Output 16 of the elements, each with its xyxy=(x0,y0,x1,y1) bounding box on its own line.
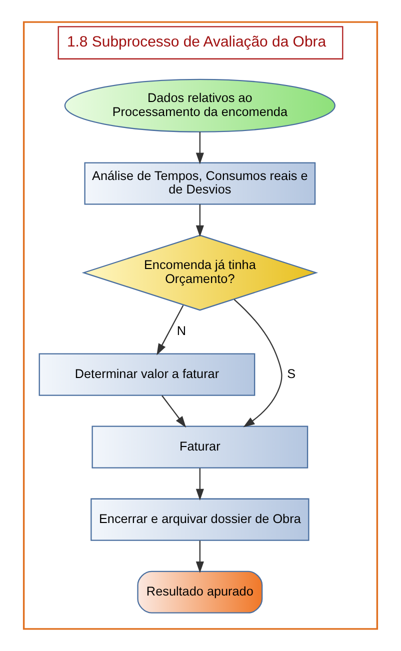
node-box: Análise de Tempos, Consumos reais e de Desvios xyxy=(84,162,316,205)
node-box: Determinar valor a faturar xyxy=(38,353,256,396)
arrow xyxy=(196,540,204,573)
node-diamond: Encomenda já tinha Orçamento? xyxy=(82,234,318,311)
node-ellipse: Dados relativos ao Processamento da encomenda xyxy=(64,78,336,132)
arrow xyxy=(196,468,204,500)
arrow xyxy=(156,305,184,356)
edge-label: S xyxy=(287,366,296,381)
edge-label: N xyxy=(176,324,186,338)
arrow xyxy=(162,395,186,428)
arrow xyxy=(234,299,282,428)
node-box: Encerrar e arquivar dossier de Obra xyxy=(90,498,310,541)
arrow xyxy=(196,204,204,237)
arrow xyxy=(196,132,204,164)
node-box: Faturar xyxy=(92,426,308,468)
node-box: Resultado apurado xyxy=(137,570,263,614)
